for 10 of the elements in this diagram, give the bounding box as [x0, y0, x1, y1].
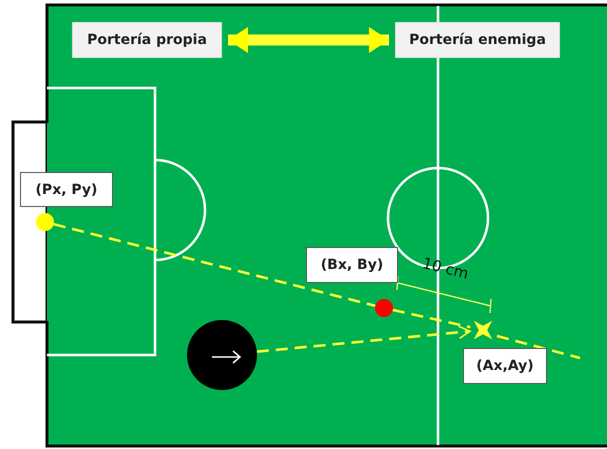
goal-label: Portería enemiga: [395, 22, 560, 58]
goal-label: Portería propia: [72, 22, 222, 58]
coordinate-label: (Ax,Ay): [463, 348, 547, 384]
coordinate-label: (Px, Py): [20, 172, 113, 207]
arrow: [256, 326, 471, 353]
double-arrow: [228, 27, 389, 53]
trajectory-line: [53, 223, 376, 307]
coordinate-label: (Bx, By): [306, 247, 398, 283]
dimension-label: 10 cm: [420, 254, 470, 283]
trajectory-line: [392, 308, 471, 328]
